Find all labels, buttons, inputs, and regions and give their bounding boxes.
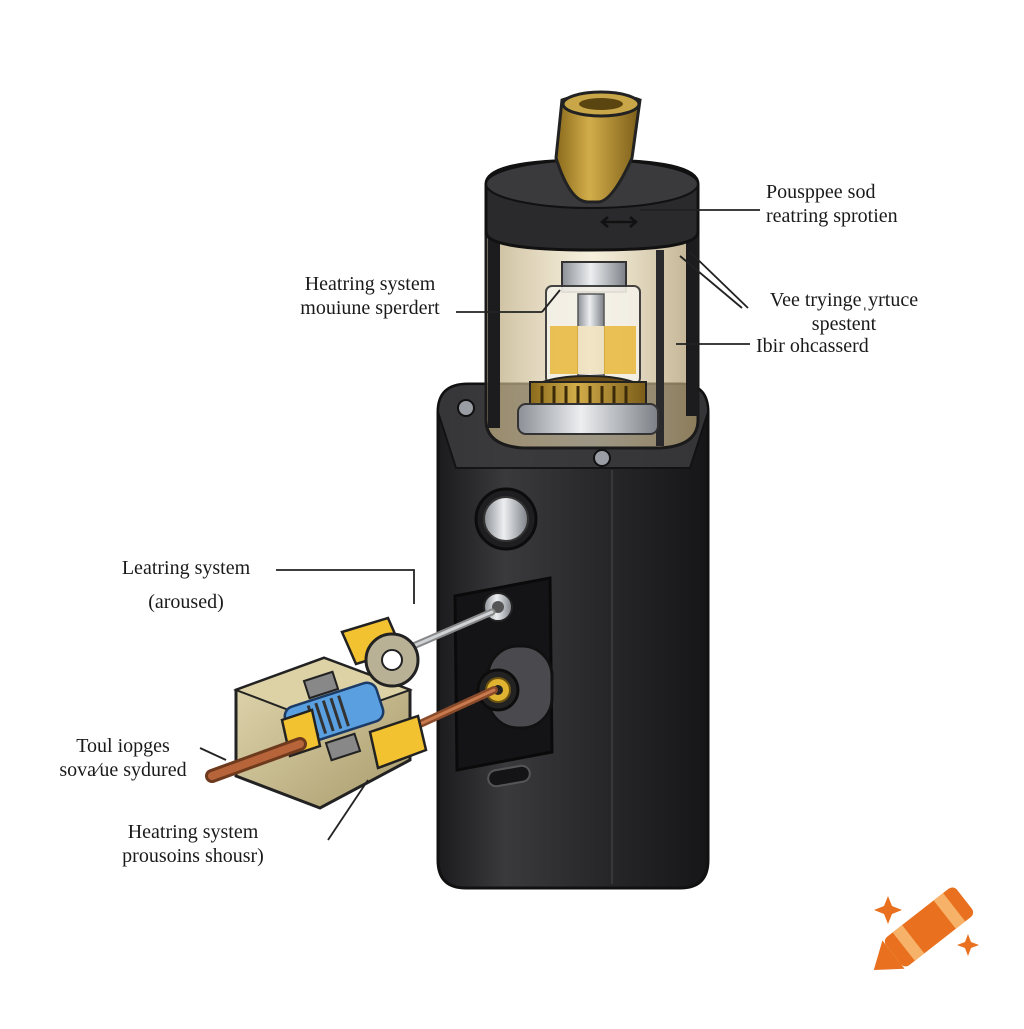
label-left: Leatring system (aroused) — [98, 556, 274, 614]
device-body — [436, 382, 710, 890]
label-bottom-left: Heatring system prousoins shousr) — [100, 820, 286, 868]
label-top-right: Pousppеe sod reatring sprotien — [766, 180, 898, 228]
heating-module — [205, 608, 498, 810]
label-upper-left: Heatring system mouiune sperdert — [270, 272, 470, 320]
label-line: Toul iopges — [76, 735, 170, 757]
sparkle-icon — [874, 896, 902, 924]
leader-lines — [199, 209, 760, 841]
crayon-logo-icon — [873, 887, 974, 971]
label-line: Pousppеe sod — [766, 181, 876, 203]
screw-icon — [457, 399, 475, 417]
label-lower-left: Toul iopges sova∕ue sydured — [36, 734, 210, 782]
label-line: prousoins shousr) — [122, 845, 264, 867]
sparkle-icon — [957, 934, 979, 956]
usb-port[interactable] — [487, 764, 531, 788]
label-line: (aroused) — [148, 591, 224, 613]
label-mid-right-2: Ibir ohcasserd — [756, 334, 869, 358]
label-line: sova∕ue sydured — [59, 759, 187, 781]
label-line: mouiune sperdert — [300, 297, 440, 319]
label-line: reatring sprotien — [766, 205, 898, 227]
label-line: Vee tryingeˌyrtuce — [769, 289, 919, 311]
label-line: Heatring system — [127, 821, 259, 843]
airflow-arrow-icon — [600, 216, 638, 228]
screw-icon — [593, 449, 611, 467]
label-line: spestent — [811, 313, 877, 335]
label-line: Leatring system — [121, 557, 251, 579]
tank-assembly — [484, 90, 700, 450]
label-mid-right: Vee tryingeˌyrtuce spestent — [746, 288, 942, 336]
label-line: Heatring system — [304, 273, 436, 295]
label-line: Ibir ohcasserd — [756, 335, 869, 357]
